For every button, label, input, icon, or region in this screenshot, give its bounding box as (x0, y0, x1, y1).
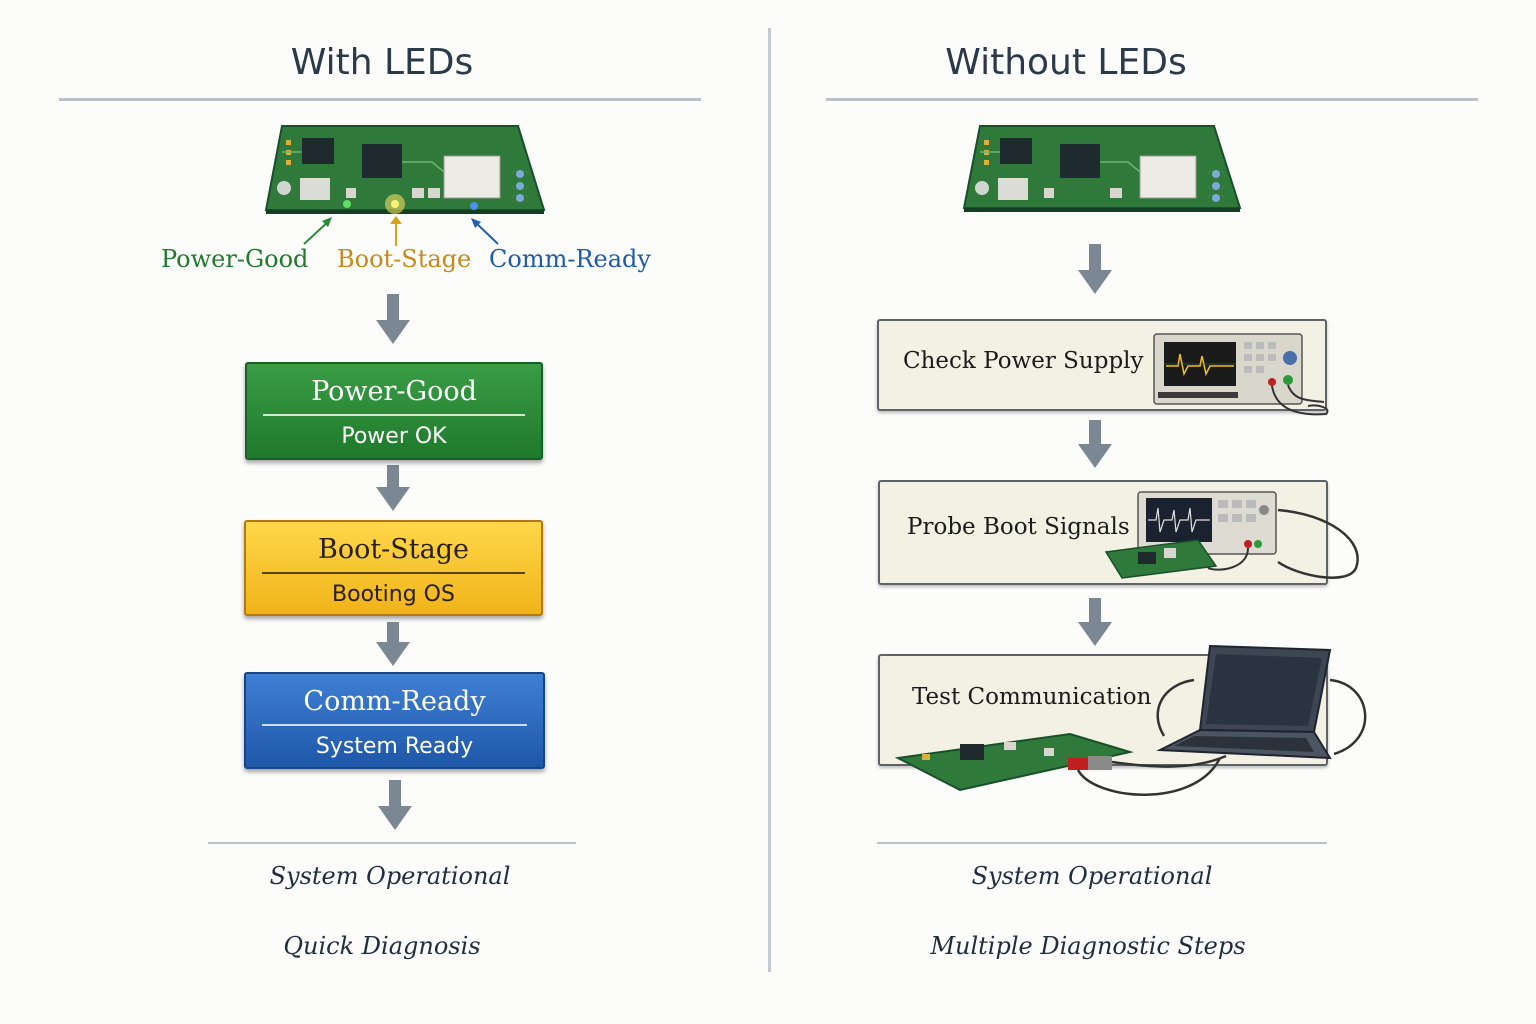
right-result-rule (877, 842, 1327, 844)
down-arrow-icon (1078, 244, 1112, 294)
down-arrow-icon (376, 294, 410, 344)
down-arrow-icon (1078, 598, 1112, 646)
state-box-power-good: Power-Good Power OK (245, 362, 543, 460)
pcb-board-icon (962, 125, 1242, 212)
left-result-rule (208, 842, 576, 844)
right-result: System Operational (971, 862, 1213, 890)
led-label-power-good: Power-Good (161, 245, 309, 273)
logic-analyzer-icon (1104, 491, 1359, 579)
led-label-boot-stage: Boot-Stage (337, 245, 472, 273)
left-result: System Operational (269, 862, 511, 890)
pcb-board-icon (264, 125, 546, 214)
down-arrow-icon (376, 465, 410, 511)
right-title-rule (826, 98, 1478, 101)
state-separator (262, 572, 525, 574)
oscilloscope-icon (1153, 333, 1329, 416)
state-title: Power-Good (311, 376, 477, 407)
state-box-comm-ready: Comm-Ready System Ready (244, 672, 545, 769)
down-arrow-icon (376, 622, 410, 666)
led-label-comm-ready: Comm-Ready (489, 245, 651, 273)
column-divider (768, 28, 771, 972)
state-subtitle: Power OK (341, 424, 447, 449)
state-separator (262, 724, 527, 726)
step-label-probe-boot: Probe Boot Signals (907, 514, 1130, 540)
state-title: Boot-Stage (317, 534, 470, 565)
left-title: With LEDs (290, 42, 474, 83)
laptop-icon (894, 644, 1367, 796)
state-separator (263, 414, 525, 416)
left-summary: Quick Diagnosis (283, 932, 481, 960)
state-box-boot-stage: Boot-Stage Booting OS (244, 520, 543, 616)
down-arrow-icon (1078, 420, 1112, 468)
right-summary: Multiple Diagnostic Steps (930, 932, 1246, 960)
left-title-rule (59, 98, 701, 101)
state-title: Comm-Ready (303, 686, 486, 717)
step-label-test-comm: Test Communication (912, 684, 1152, 710)
down-arrow-icon (378, 780, 412, 830)
state-subtitle: System Ready (315, 734, 474, 759)
step-label-check-power: Check Power Supply (903, 348, 1144, 374)
right-title: Without LEDs (945, 42, 1187, 83)
state-subtitle: Booting OS (332, 582, 455, 607)
led-pointer-arrows (303, 216, 499, 246)
